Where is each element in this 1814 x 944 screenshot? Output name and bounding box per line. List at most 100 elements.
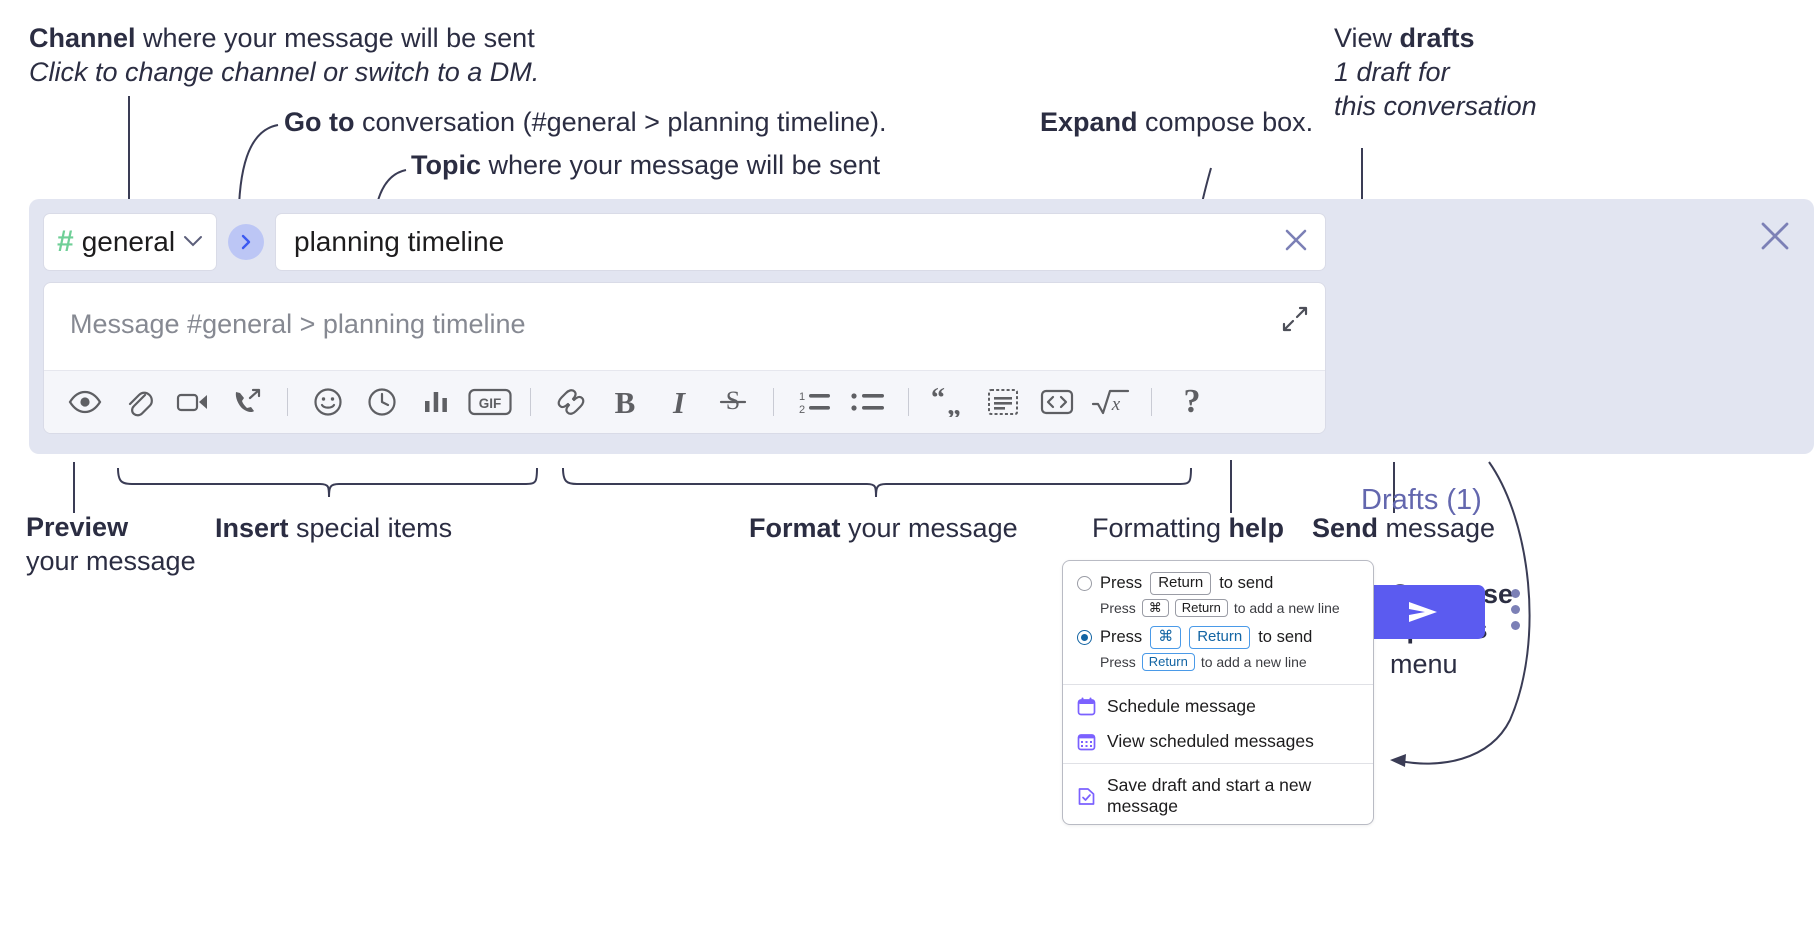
menu-item-save-draft[interactable]: Save draft and start a new message	[1063, 768, 1373, 824]
send-button[interactable]	[1361, 585, 1485, 639]
annotation-send-bold: Send	[1312, 513, 1379, 543]
menu-option-0-subtext: Press ⌘ Return to add a new line	[1063, 596, 1373, 626]
strikethrough-icon[interactable]: S	[706, 380, 760, 424]
drafts-link[interactable]: Drafts (1)	[1361, 484, 1482, 516]
save-draft-icon	[1077, 787, 1096, 806]
menu-divider	[1063, 684, 1373, 685]
menu-item-view-scheduled-messages[interactable]: View scheduled messages	[1063, 724, 1373, 759]
topic-input[interactable]: planning timeline	[275, 213, 1326, 271]
radio-button[interactable]	[1077, 575, 1092, 591]
menu-option-0-press: Press	[1100, 573, 1143, 592]
compose-options-menu: Press Return to send Press ⌘ Return to a…	[1062, 560, 1374, 825]
clock-icon[interactable]	[355, 380, 409, 424]
bold-icon[interactable]: B	[614, 384, 636, 420]
link-icon[interactable]	[544, 380, 598, 424]
annotation-compose-rest: menu	[1390, 649, 1458, 680]
channel-selector[interactable]: # general	[43, 213, 217, 271]
help-icon[interactable]: ?	[1183, 383, 1201, 420]
menu-radio-return-to-send[interactable]: Press Return to send	[1063, 572, 1373, 596]
italic-icon[interactable]: I	[672, 384, 686, 420]
inline-code-icon[interactable]	[1030, 380, 1084, 424]
return-key: Return	[1174, 598, 1228, 617]
menu-radio-cmd-return-to-send[interactable]: Press ⌘ Return to send	[1063, 626, 1373, 650]
cmd-key-icon: ⌘	[1141, 598, 1169, 617]
latex-icon[interactable]: x	[1084, 380, 1138, 424]
blockquote-icon[interactable]: “„	[922, 380, 976, 424]
annotation-topic: Topic where your message will be sent	[411, 148, 880, 182]
attachment-icon[interactable]	[112, 380, 166, 424]
close-icon[interactable]	[1758, 219, 1792, 258]
svg-text:2: 2	[799, 404, 805, 416]
compose-box: # general planning timeline Message #gen…	[29, 199, 1814, 639]
svg-text:“: “	[931, 387, 945, 414]
topic-value: planning timeline	[294, 226, 505, 257]
hash-icon: #	[57, 225, 74, 258]
menu-item-schedule-message[interactable]: Schedule message	[1063, 689, 1373, 724]
annotation-drafts-italic1: 1 draft for	[1334, 57, 1450, 88]
send-icon	[1409, 602, 1437, 622]
menu-option-1-subtext: Press Return to add a new line	[1063, 650, 1373, 680]
kebab-dot	[1511, 589, 1520, 598]
annotation-preview: Preview your message	[26, 510, 226, 578]
menu-option-0-sub-press: Press	[1100, 599, 1136, 616]
calendar-schedule-icon	[1077, 697, 1096, 716]
menu-item-label: View scheduled messages	[1107, 731, 1314, 751]
audio-call-icon[interactable]	[220, 380, 274, 424]
menu-option-0-action: to send	[1219, 573, 1274, 592]
message-placeholder: Message #general > planning timeline	[70, 309, 526, 339]
bulleted-list-icon[interactable]	[841, 380, 895, 424]
annotation-insert: Insert special items	[215, 511, 452, 545]
annotation-preview-bold: Preview	[26, 512, 129, 542]
annotation-preview-rest: your message	[26, 546, 196, 577]
menu-option-1-action: to send	[1258, 627, 1313, 646]
toolbar-separator	[908, 388, 909, 416]
menu-option-1-sub-action: to add a new line	[1200, 653, 1307, 670]
calendar-grid-icon	[1077, 732, 1096, 751]
expand-icon[interactable]	[1281, 305, 1309, 338]
channel-name-label: general	[81, 226, 176, 257]
annotation-goto-bold: Go to	[284, 107, 355, 137]
clear-topic-icon[interactable]	[1281, 225, 1311, 260]
toolbar-separator	[287, 388, 288, 416]
goto-conversation-button[interactable]	[228, 224, 264, 260]
menu-option-0-sub-action: to add a new line	[1233, 599, 1340, 616]
return-key: Return	[1189, 626, 1251, 649]
compose-options-button[interactable]	[1511, 589, 1520, 637]
annotation-insert-bold: Insert	[215, 513, 289, 543]
annotation-drafts: View drafts 1 draft for this conversatio…	[1334, 21, 1537, 123]
svg-text:GIF: GIF	[479, 396, 502, 411]
annotation-insert-rest: special items	[288, 513, 453, 543]
compose-header-row: # general planning timeline	[43, 213, 1326, 271]
menu-option-1-press: Press	[1100, 627, 1143, 646]
cmd-key-icon: ⌘	[1150, 626, 1182, 649]
toolbar-separator	[530, 388, 531, 416]
poll-icon[interactable]	[409, 380, 463, 424]
code-block-icon[interactable]	[976, 380, 1030, 424]
annotation-format-rest: your message	[840, 513, 1018, 543]
annotation-drafts-italic2: this conversation	[1334, 91, 1537, 122]
message-input-area[interactable]: Message #general > planning timeline	[43, 282, 1326, 434]
chevron-right-icon	[241, 234, 251, 250]
annotation-goto-rest: conversation (#general > planning timeli…	[354, 107, 887, 137]
svg-text:„: „	[947, 390, 961, 417]
annotation-drafts-pre: View	[1334, 23, 1400, 53]
return-key: Return	[1141, 652, 1195, 671]
preview-icon[interactable]	[58, 380, 112, 424]
menu-item-label: Save draft and start a new message	[1107, 775, 1312, 816]
annotation-channel-rest: where your message will be sent	[135, 23, 535, 53]
annotation-channel-italic: Click to change channel or switch to a D…	[29, 57, 540, 88]
video-icon[interactable]	[166, 380, 220, 424]
annotation-channel-bold: Channel	[29, 23, 136, 53]
radio-button-selected[interactable]	[1077, 629, 1092, 645]
annotation-drafts-bold: drafts	[1399, 23, 1475, 53]
annotation-help: Formatting help	[1092, 511, 1284, 545]
svg-text:x: x	[1111, 394, 1121, 415]
gif-icon[interactable]: GIF	[463, 380, 517, 424]
annotation-goto: Go to conversation (#general > planning …	[284, 105, 887, 139]
emoji-icon[interactable]	[301, 380, 355, 424]
menu-option-0-key: Return	[1150, 572, 1212, 595]
annotation-expand-rest: compose box.	[1137, 107, 1314, 137]
